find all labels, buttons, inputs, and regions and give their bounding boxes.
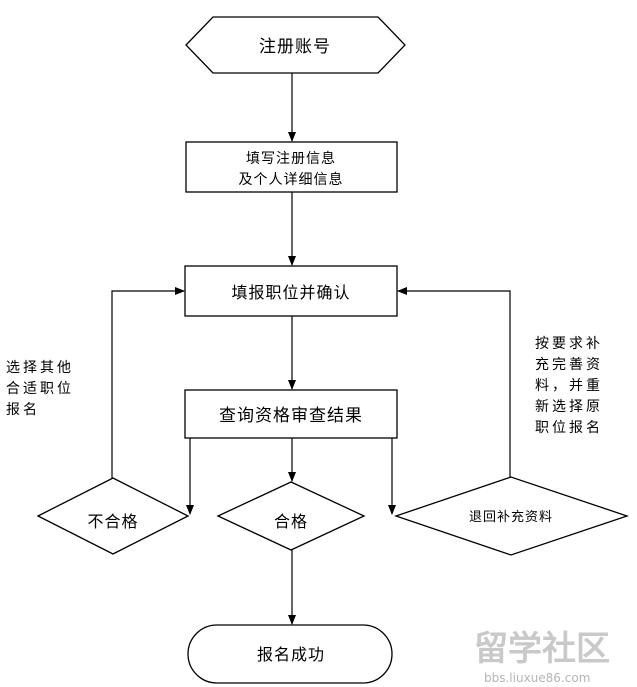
side-note-right: 按要求补 充完善资 料，并重 新选择原 职位报名 bbox=[535, 336, 603, 436]
side-note-left: 选择其他 合适职位 报名 bbox=[6, 360, 74, 418]
side-note-right-line2: 充完善资 bbox=[535, 357, 603, 373]
watermark-brand: 留学社区 bbox=[474, 629, 610, 669]
side-note-right-line4: 新选择原 bbox=[535, 399, 603, 415]
side-note-right-line3: 料，并重 bbox=[535, 378, 603, 394]
side-note-right-line5: 职位报名 bbox=[535, 420, 603, 436]
node-pass: 合格 bbox=[216, 481, 366, 551]
node-success-label: 报名成功 bbox=[257, 645, 325, 664]
side-note-right-line1: 按要求补 bbox=[535, 336, 603, 352]
node-apply-label: 填报职位并确认 bbox=[231, 283, 350, 302]
node-fill-info-line2: 及个人详细信息 bbox=[239, 171, 344, 188]
watermark-url: bbs.liuxue86.com bbox=[484, 671, 590, 685]
node-success: 报名成功 bbox=[187, 624, 393, 684]
side-note-left-line1: 选择其他 bbox=[6, 360, 74, 376]
node-register: 注册账号 bbox=[185, 16, 406, 74]
arrow-resubmit-loop bbox=[397, 287, 511, 477]
node-resubmit-label: 退回补充资料 bbox=[469, 509, 553, 525]
node-fail: 不合格 bbox=[36, 477, 190, 555]
node-check-result: 查询资格审查结果 bbox=[184, 389, 398, 439]
node-pass-label: 合格 bbox=[274, 512, 308, 531]
node-fail-label: 不合格 bbox=[87, 512, 138, 531]
side-note-left-line2: 合适职位 bbox=[6, 381, 74, 397]
node-fill-info-line1: 填写注册信息 bbox=[246, 150, 336, 167]
arrow-fail-loop bbox=[111, 287, 185, 478]
node-check-result-label: 查询资格审查结果 bbox=[219, 406, 363, 426]
node-resubmit: 退回补充资料 bbox=[393, 476, 630, 556]
node-register-label: 注册账号 bbox=[259, 37, 331, 57]
side-note-left-line3: 报名 bbox=[6, 402, 40, 418]
watermark: 留学社区 bbs.liuxue86.com bbox=[474, 629, 610, 685]
node-apply: 填报职位并确认 bbox=[184, 265, 398, 317]
node-fill-info: 填写注册信息 及个人详细信息 bbox=[185, 141, 398, 193]
